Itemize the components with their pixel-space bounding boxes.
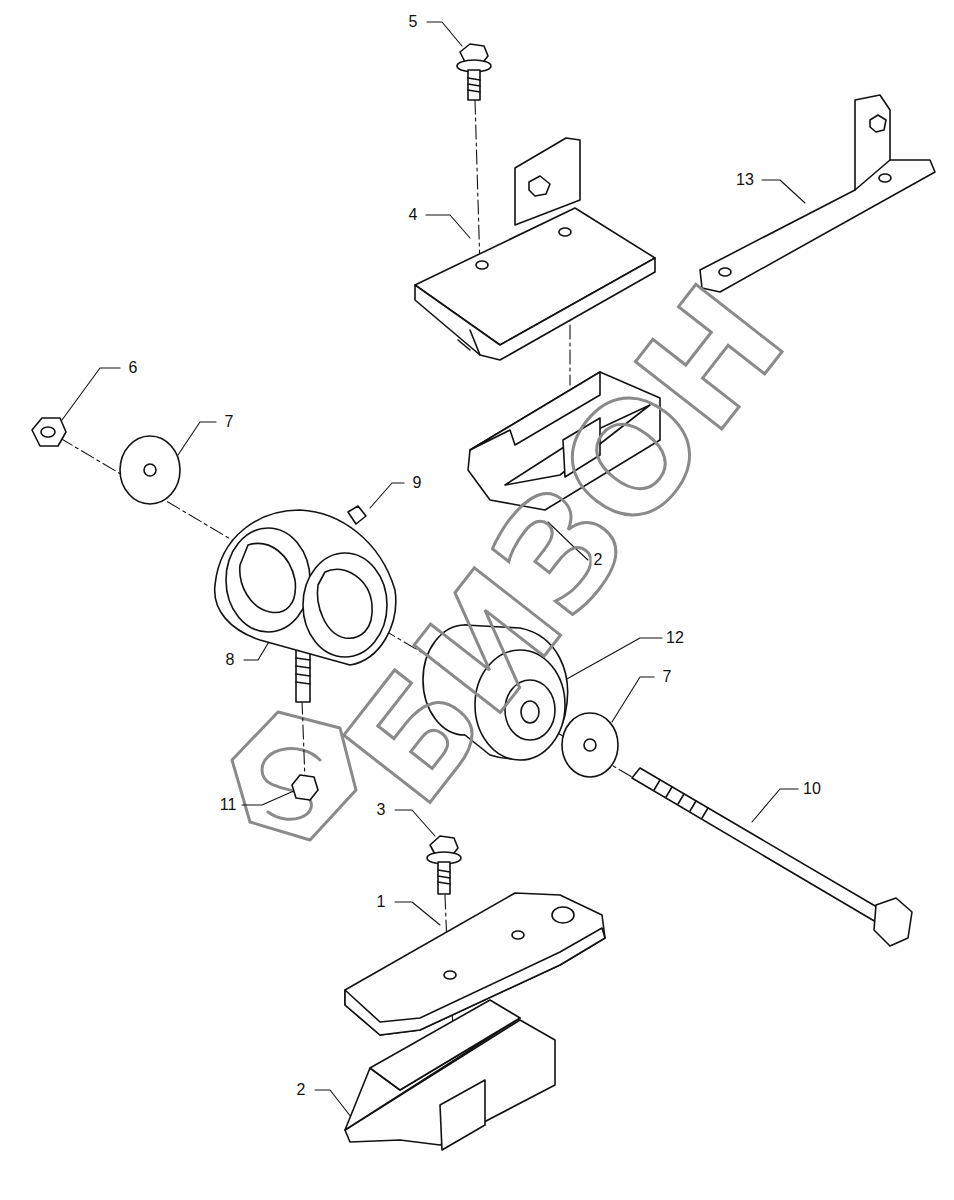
callout-number: 12 [664, 629, 686, 647]
callout-number: 2 [592, 551, 605, 569]
callout-number: 8 [224, 651, 237, 669]
callout-number: 9 [411, 474, 424, 492]
callout-number: 13 [734, 171, 756, 189]
callout-number: 6 [127, 359, 140, 377]
callout-number: 4 [407, 206, 420, 224]
callout-number: 10 [801, 780, 823, 798]
callout-number: 1 [375, 893, 388, 911]
callout-number: 5 [407, 13, 420, 31]
callout-number: 2 [295, 1081, 308, 1099]
watermark-logo [232, 712, 356, 840]
callout-number: 7 [661, 668, 674, 686]
watermark: БИЗОН [321, 263, 808, 828]
callout-number: 7 [223, 413, 236, 431]
callout-number: 11 [218, 796, 239, 814]
callout-number: 3 [375, 801, 388, 819]
